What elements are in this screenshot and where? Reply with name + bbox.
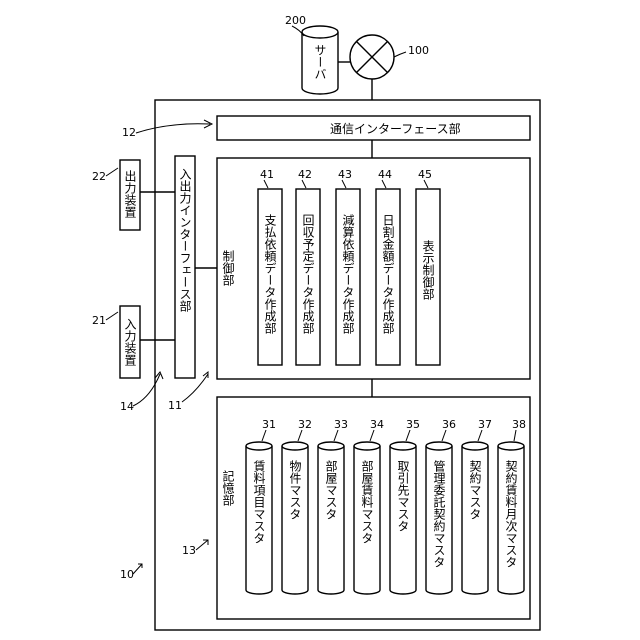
unit-ref: 42 <box>298 168 312 181</box>
unit-label: 減算依頼データ作成部 <box>341 213 355 334</box>
bus-ref: 14 <box>120 400 134 413</box>
input-device-ref: 21 <box>92 314 106 327</box>
control-label: 制御部 <box>221 250 235 286</box>
unit-ref: 45 <box>418 168 432 181</box>
output-device-ref: 22 <box>92 170 106 183</box>
network-ref: 100 <box>408 44 429 57</box>
comm-interface-ref: 12 <box>122 126 136 139</box>
server-cylinder: サーバ <box>302 26 338 94</box>
master-label: 管理委託契約マスタ <box>432 459 446 568</box>
unit-ref: 43 <box>338 168 352 181</box>
master-label: 契約マスタ <box>468 460 482 520</box>
input-device-leader <box>106 312 118 320</box>
io-interface-label: 入出力インターフェース部 <box>178 168 192 312</box>
master-label: 物件マスタ <box>288 460 302 520</box>
master-label: 部屋賃料マスタ <box>360 459 374 544</box>
storage-label: 記憶部 <box>221 469 235 506</box>
master-ref: 33 <box>334 418 348 431</box>
master-ref: 35 <box>406 418 420 431</box>
network-leader <box>394 52 406 57</box>
master-label: 部屋マスタ <box>324 459 338 520</box>
master-label: 取引先マスタ <box>396 460 410 532</box>
comm-interface-label: 通信インターフェース部 <box>330 121 461 136</box>
unit-label: 表示制御部 <box>421 240 435 300</box>
master-ref: 38 <box>512 418 526 431</box>
output-device-label: 出力装置 <box>123 170 137 218</box>
master-ref: 31 <box>262 418 276 431</box>
network-node <box>350 35 394 79</box>
master-ref: 34 <box>370 418 384 431</box>
master-label: 賃料項目マスタ <box>252 459 266 544</box>
master-ref: 36 <box>442 418 456 431</box>
unit-label: 日割金額データ作成部 <box>381 214 395 334</box>
input-device-label: 入力装置 <box>123 318 137 366</box>
output-device-leader <box>106 168 118 176</box>
system-leader <box>133 564 142 574</box>
storage-ref: 13 <box>182 544 196 557</box>
unit-label: 回収予定データ作成部 <box>301 214 315 334</box>
system-ref: 10 <box>120 568 134 581</box>
unit-ref: 44 <box>378 168 392 181</box>
unit-label: 支払依頼データ作成部 <box>263 214 277 334</box>
unit-ref: 41 <box>260 168 274 181</box>
master-ref: 32 <box>298 418 312 431</box>
io-interface-ref: 11 <box>168 399 182 412</box>
server-label: サーバ <box>313 44 327 80</box>
master-ref: 37 <box>478 418 492 431</box>
master-label: 契約賃料月次マスタ <box>504 460 518 568</box>
server-ref: 200 <box>285 14 306 27</box>
